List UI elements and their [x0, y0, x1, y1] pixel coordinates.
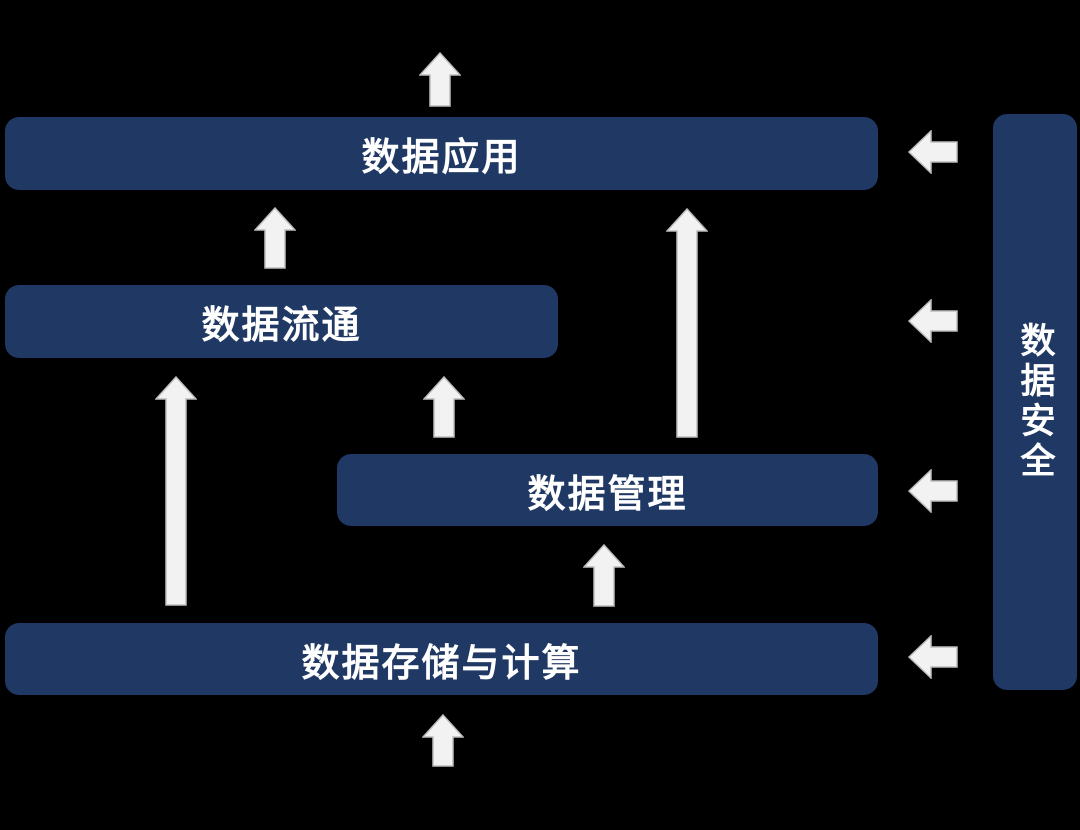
left-arrow-icon-security-to-management — [908, 469, 958, 513]
box-data-security-label: 数据安全 — [1015, 322, 1055, 482]
box-data-application-label: 数据应用 — [361, 137, 522, 179]
left-arrow-icon-security-to-storage — [908, 635, 958, 679]
up-arrow-icon-storage-to-circulation — [155, 376, 197, 606]
up-arrow-icon-management-to-circulation — [423, 376, 465, 438]
up-arrow-icon-storage-to-management — [583, 544, 625, 607]
up-arrow-icon-management-to-application — [666, 208, 708, 438]
box-data-management-label: 数据管理 — [527, 473, 688, 516]
up-arrow-icon-below-data-storage — [422, 714, 464, 767]
up-arrow-icon-circulation-to-application — [254, 207, 296, 269]
up-arrow-icon-above-data-application — [419, 52, 461, 107]
box-data-application: 数据应用 — [5, 117, 878, 190]
left-arrow-icon-security-to-application — [908, 130, 958, 174]
left-arrow-icon-security-to-circulation — [908, 299, 958, 343]
box-data-security: 数据安全 — [993, 114, 1077, 690]
box-data-circulation: 数据流通 — [5, 285, 558, 358]
box-data-storage-computing: 数据存储与计算 — [5, 623, 878, 695]
box-data-management: 数据管理 — [337, 454, 878, 526]
box-data-storage-computing-label: 数据存储与计算 — [301, 642, 582, 685]
box-data-circulation-label: 数据流通 — [201, 305, 362, 347]
